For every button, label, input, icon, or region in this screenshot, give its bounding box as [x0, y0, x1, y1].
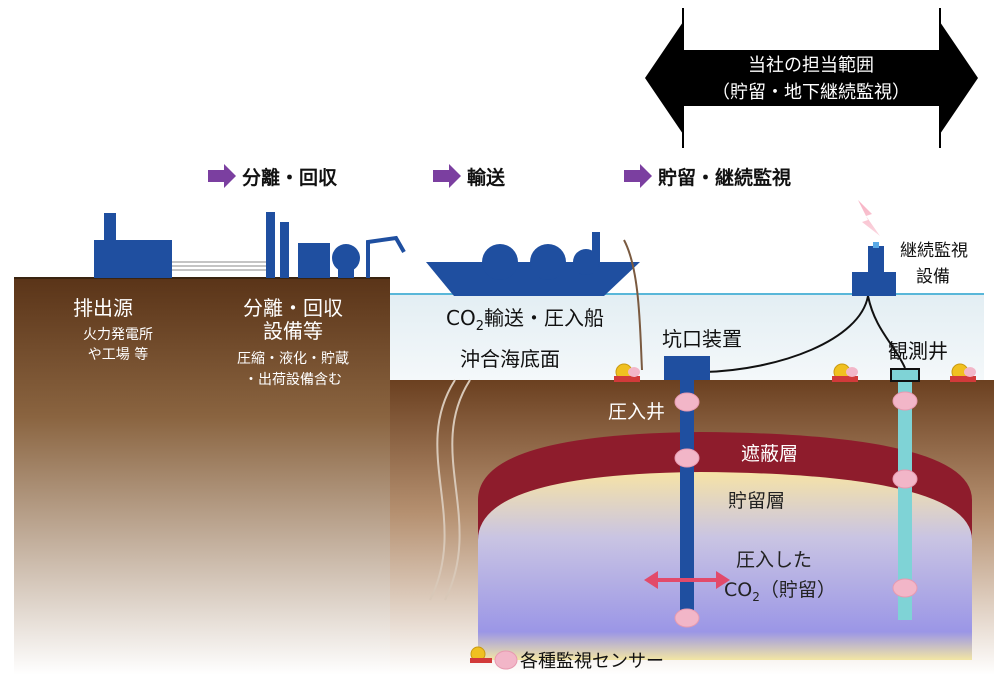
sensor-icon [892, 391, 918, 411]
wellhead-label: 坑口装置 [662, 327, 742, 351]
step-transport-label: 輸送 [467, 166, 506, 189]
sensor-icon [674, 608, 700, 628]
legend-pink-sensor-icon [494, 650, 518, 670]
step-storage: 貯留・継続監視 [624, 164, 791, 189]
observation-wellhead [890, 368, 920, 382]
sensor-icon [892, 469, 918, 489]
legend: 各種監視センサー [470, 646, 664, 672]
scope-title: 当社の担当範囲 [748, 55, 874, 76]
purple-arrow-icon [624, 164, 652, 188]
emission-source-title: 排出源 [73, 296, 133, 320]
riser-pipe [623, 239, 643, 371]
spread-arrow-icon [644, 571, 730, 589]
capture-facility-title1: 分離・回収 [243, 296, 343, 320]
injected-co2-label2: CO2（貯留） [724, 579, 836, 604]
scope-double-arrow: 当社の担当範囲 （貯留・地下継続監視） [645, 8, 978, 148]
legend-sensor-icon [470, 646, 492, 663]
capture-facility-title2: 設備等 [263, 319, 323, 343]
emission-source-sub1: 火力発電所 [83, 327, 153, 343]
reservoir-layer [478, 472, 972, 660]
scope-subtitle: （貯留・地下継続監視） [712, 82, 910, 103]
observation-well [898, 380, 912, 620]
capture-facility [266, 212, 406, 278]
purple-arrow-icon [433, 164, 461, 188]
seabed-sensor-icon [950, 363, 976, 382]
legend-label: 各種監視センサー [520, 651, 664, 672]
wellhead [664, 356, 710, 380]
monitoring-cable-2 [867, 295, 906, 369]
ship-label: CO2輸送・圧入船 [446, 306, 604, 334]
monitoring-equipment-label2: 設備 [916, 267, 950, 287]
monitoring-cable [703, 295, 869, 373]
step-separation-label: 分離・回収 [242, 166, 338, 189]
reservoir-label: 貯留層 [728, 490, 785, 512]
co2-transport-ship [426, 232, 640, 296]
well-sensors [674, 391, 918, 628]
connecting-pipes [172, 261, 266, 271]
observation-well-label: 観測井 [888, 339, 948, 363]
sensor-icon [674, 448, 700, 468]
process-steps: 分離・回収 輸送 貯留・継続監視 [208, 164, 791, 189]
capture-facility-sub2: ・出荷設備含む [244, 372, 342, 388]
injection-well-label: 圧入井 [608, 401, 665, 423]
capture-facility-sub1: 圧縮・液化・貯蔵 [237, 351, 349, 367]
cap-rock-label: 遮蔽層 [741, 443, 798, 465]
emission-source-sub2: や工場 等 [88, 346, 148, 363]
injected-co2-label1: 圧入した [736, 549, 812, 571]
signal-flash-icon [858, 200, 880, 236]
injection-well [680, 380, 694, 620]
sensor-icon [892, 578, 918, 598]
sensor-icon [674, 392, 700, 412]
step-transport: 輸送 [433, 164, 506, 189]
step-storage-label: 貯留・継続監視 [658, 166, 791, 189]
purple-arrow-icon [208, 164, 236, 188]
seabed-sensor-icon [832, 363, 858, 382]
emission-source-factory [94, 213, 172, 278]
land-mass [14, 278, 390, 675]
monitoring-equipment-label1: 継続監視 [900, 241, 968, 261]
seabed-label: 沖合海底面 [460, 347, 560, 371]
pipeline [429, 379, 456, 601]
seabed-sensor-icon [614, 363, 640, 382]
step-separation: 分離・回収 [208, 164, 338, 189]
monitoring-buoy [852, 200, 896, 296]
seabed-sensors [614, 363, 976, 382]
